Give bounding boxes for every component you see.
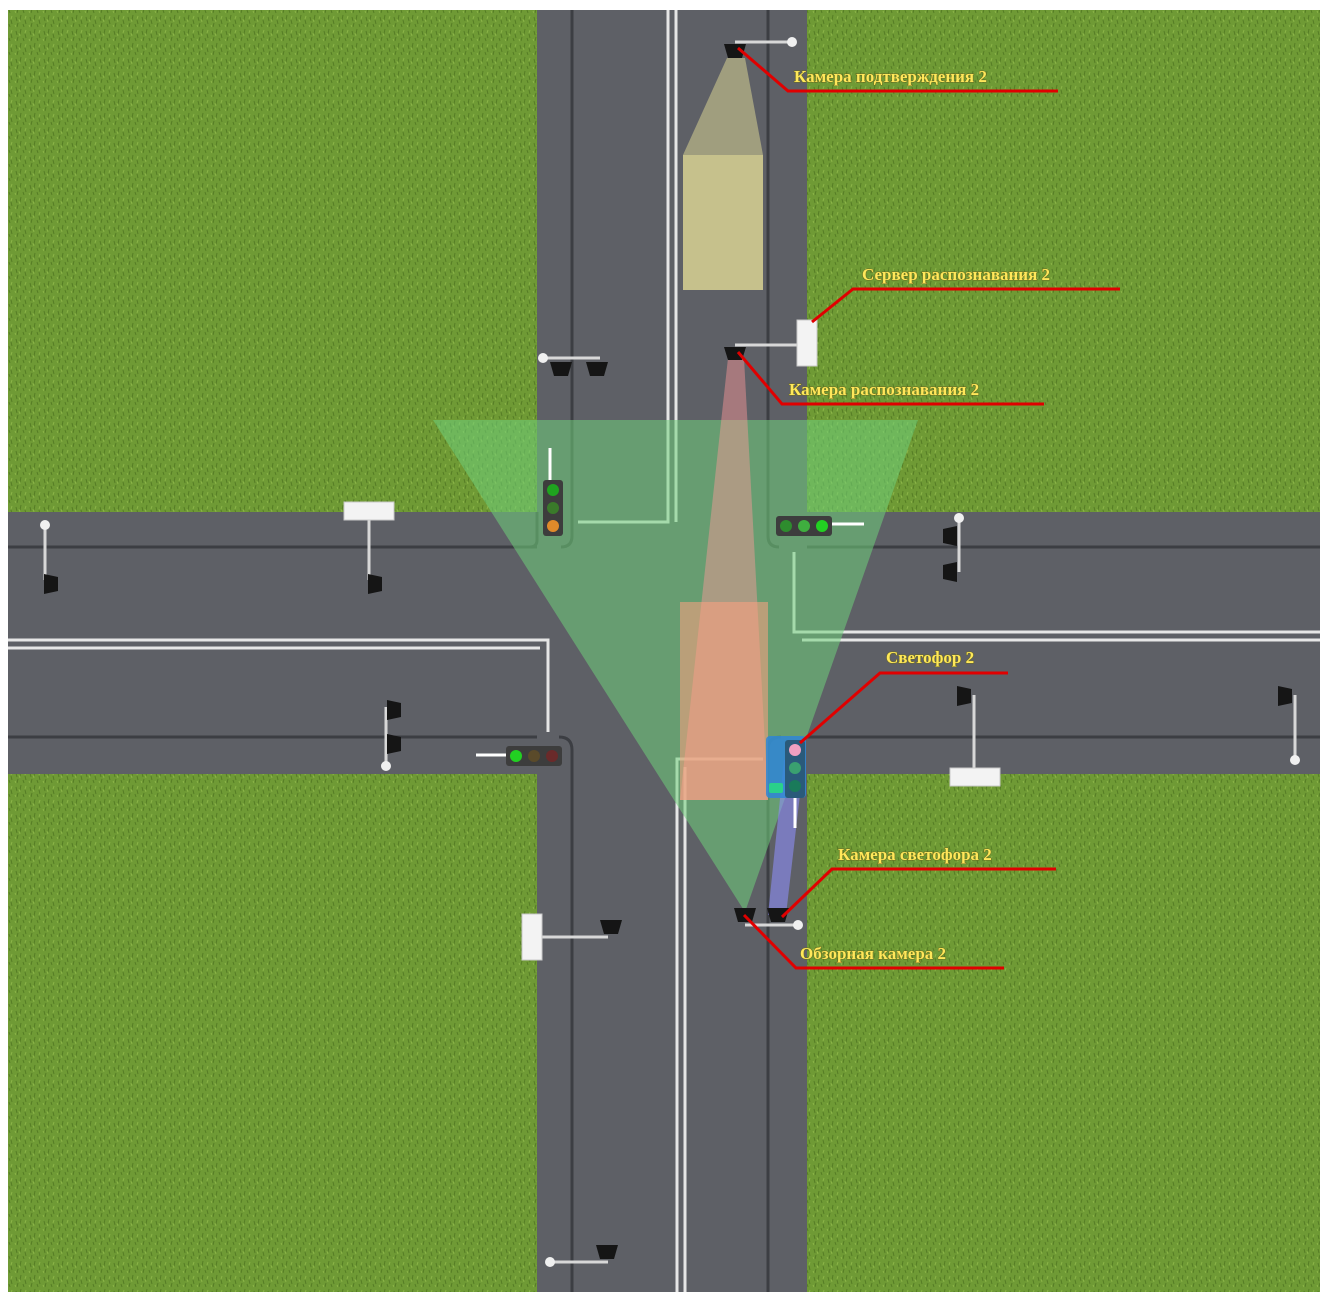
- camera-icon: [957, 686, 971, 706]
- camera-icon: [943, 526, 957, 546]
- camera-icon: [943, 562, 957, 582]
- callouts: [736, 46, 1120, 970]
- lamp-pole-icon: [954, 513, 964, 572]
- recognition-zone: [680, 602, 768, 800]
- lamp-pole-icon: [40, 520, 50, 580]
- callout-recognition-camera: [736, 351, 1044, 406]
- labels: Камера подтверждения 2 Сервер распознава…: [789, 67, 1051, 964]
- traffic-light-icon: [476, 746, 562, 766]
- callout-confirm-camera: [737, 46, 1058, 93]
- lamp-pole-icon: [735, 37, 797, 47]
- camera-icon: [368, 574, 382, 594]
- camera-icon: [724, 44, 746, 58]
- label-traffic-light-camera: Камера светофора 2: [838, 845, 992, 864]
- server-icon: [343, 501, 395, 521]
- label-overview-camera: Обзорная камера 2: [800, 944, 946, 963]
- label-recognition-camera: Камера распознавания 2: [789, 380, 979, 399]
- overview-camera-fov: [433, 420, 918, 912]
- fields-of-view: [433, 58, 918, 915]
- camera-icon: [387, 700, 401, 720]
- camera-icon: [600, 920, 622, 934]
- lamp-pole-icon: [1290, 695, 1300, 765]
- traffic-light-icon: [543, 448, 563, 536]
- traffic-lights: [476, 448, 864, 828]
- server-icon: [949, 767, 1001, 787]
- camera-icon: [44, 574, 58, 594]
- confirm-zone: [683, 155, 763, 290]
- camera-icon: [596, 1245, 618, 1259]
- callout-traffic-light-camera: [780, 867, 1056, 919]
- camera-icon: [1278, 686, 1292, 706]
- traffic-light-icon: [776, 516, 864, 536]
- camera-icon: [586, 362, 608, 376]
- label-traffic-light: Светофор 2: [886, 648, 974, 667]
- camera-icon: [387, 734, 401, 754]
- camera-icon: [767, 908, 789, 922]
- label-confirm-camera: Камера подтверждения 2: [794, 67, 987, 86]
- callout-recognition-server: [811, 287, 1120, 324]
- camera-icon: [550, 362, 572, 376]
- lamp-poles: [40, 37, 1300, 1267]
- confirm-camera-fov: [683, 58, 763, 155]
- server-icon: [521, 913, 543, 961]
- callout-traffic-light: [799, 671, 1008, 745]
- label-recognition-server: Сервер распознавания 2: [862, 265, 1050, 284]
- lamp-pole-icon: [538, 353, 600, 363]
- lamp-pole-icon: [381, 707, 391, 771]
- callout-overview-camera: [742, 913, 1004, 970]
- servers: [343, 319, 1001, 961]
- traffic-light-2[interactable]: [766, 736, 806, 828]
- server-icon: [796, 319, 818, 367]
- lamp-pole-icon: [545, 1257, 608, 1267]
